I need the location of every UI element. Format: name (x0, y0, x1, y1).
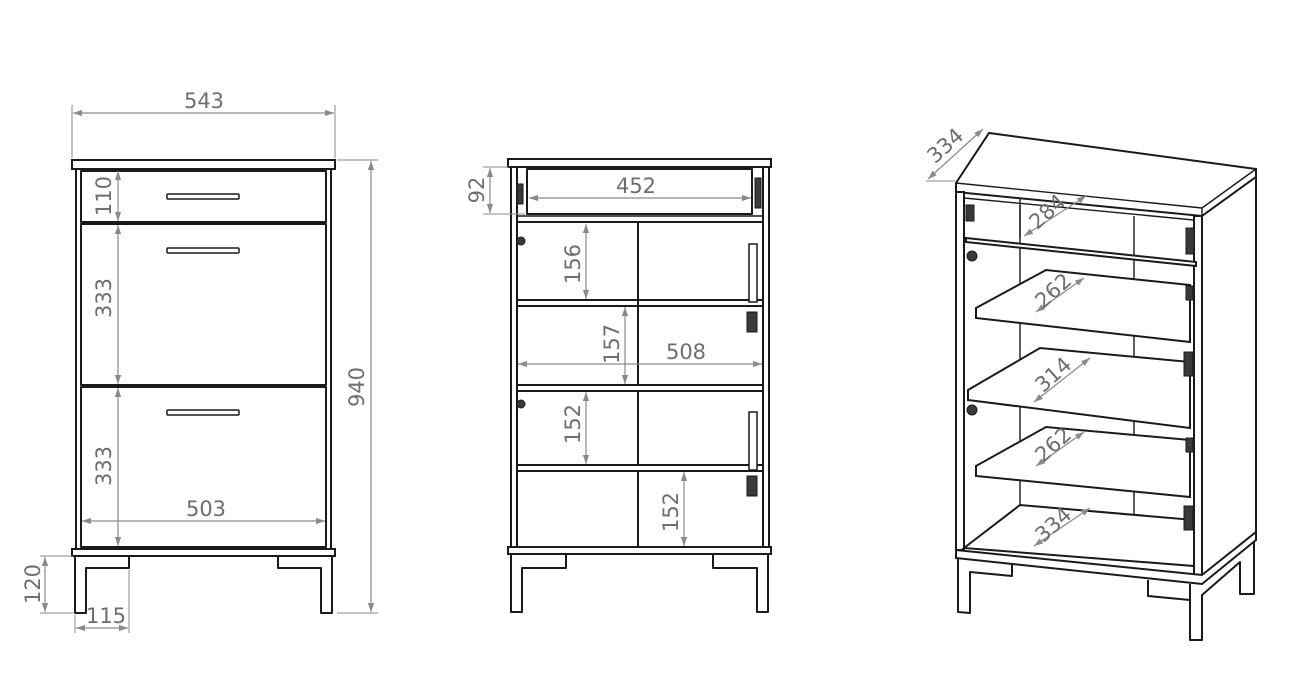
persp-leg-front-right (1189, 542, 1255, 641)
interior-plinth (507, 546, 772, 555)
front-flap-lower (80, 386, 327, 548)
front-body (75, 168, 332, 550)
persp-shelf-1 (975, 268, 1191, 344)
dim-inner-width-508: 508 (666, 340, 706, 364)
interior-shelf-1 (516, 299, 764, 307)
drawer-handle (166, 193, 240, 200)
dim-drawer-width-452: 452 (616, 174, 656, 198)
dim-drawer-110: 110 (92, 176, 116, 216)
front-drawer (80, 170, 327, 223)
persp-shelf-2 (967, 346, 1191, 430)
interior-top-board (507, 158, 772, 168)
hinge-lower (748, 411, 758, 471)
interior-drawer (526, 168, 753, 215)
interior-view: 92 452 156 157 508 152 152 (465, 158, 772, 613)
interior-leg-right (712, 554, 769, 613)
perspective-view: 334 284 262 314 262 334 (922, 123, 1257, 641)
persp-plinth (955, 529, 1257, 586)
dim-depth-334: 334 (922, 123, 968, 168)
front-leg-left (74, 556, 130, 614)
flap-upper-handle (166, 247, 240, 254)
front-top-board (71, 159, 336, 170)
interior-shelf-3 (516, 464, 764, 472)
dim-leg-height-120: 120 (21, 564, 45, 604)
dim-compartment-152-lower: 152 (659, 492, 683, 532)
dim-flap-upper-333: 333 (92, 278, 116, 318)
persp-top (955, 131, 1257, 218)
dim-compartment-152-upper: 152 (561, 404, 585, 444)
dim-height-940: 940 (345, 367, 369, 407)
dim-compartment-156: 156 (561, 244, 585, 284)
drawer-runner-right (754, 177, 762, 209)
persp-side-right (1201, 175, 1257, 582)
front-plinth (71, 548, 336, 557)
dim-drawer-height-92: 92 (465, 177, 489, 204)
persp-drawer (965, 236, 1197, 268)
interior-side-left (510, 166, 518, 548)
persp-side-left (955, 191, 965, 551)
dim-leg-width-115: 115 (86, 604, 126, 628)
dim-inner-width-503: 503 (186, 497, 226, 521)
dim-width-543: 543 (184, 89, 224, 113)
interior-shelf-2 (516, 384, 764, 392)
persp-shelf-3 (975, 425, 1191, 499)
persp-leg-front-left (957, 558, 1013, 614)
drawer-runner-left (516, 183, 524, 205)
persp-front-right-edge (1193, 215, 1203, 580)
dim-flap-lower-333: 333 (92, 446, 116, 486)
interior-side-right (762, 166, 770, 548)
hinge-upper (748, 243, 758, 303)
front-leg-right (277, 556, 333, 614)
front-view: 543 940 110 333 333 503 120 115 (21, 89, 378, 633)
dim-compartment-157: 157 (600, 324, 624, 364)
interior-leg-left (510, 554, 567, 613)
flap-lower-handle (166, 409, 240, 416)
front-flap-upper (80, 223, 327, 386)
